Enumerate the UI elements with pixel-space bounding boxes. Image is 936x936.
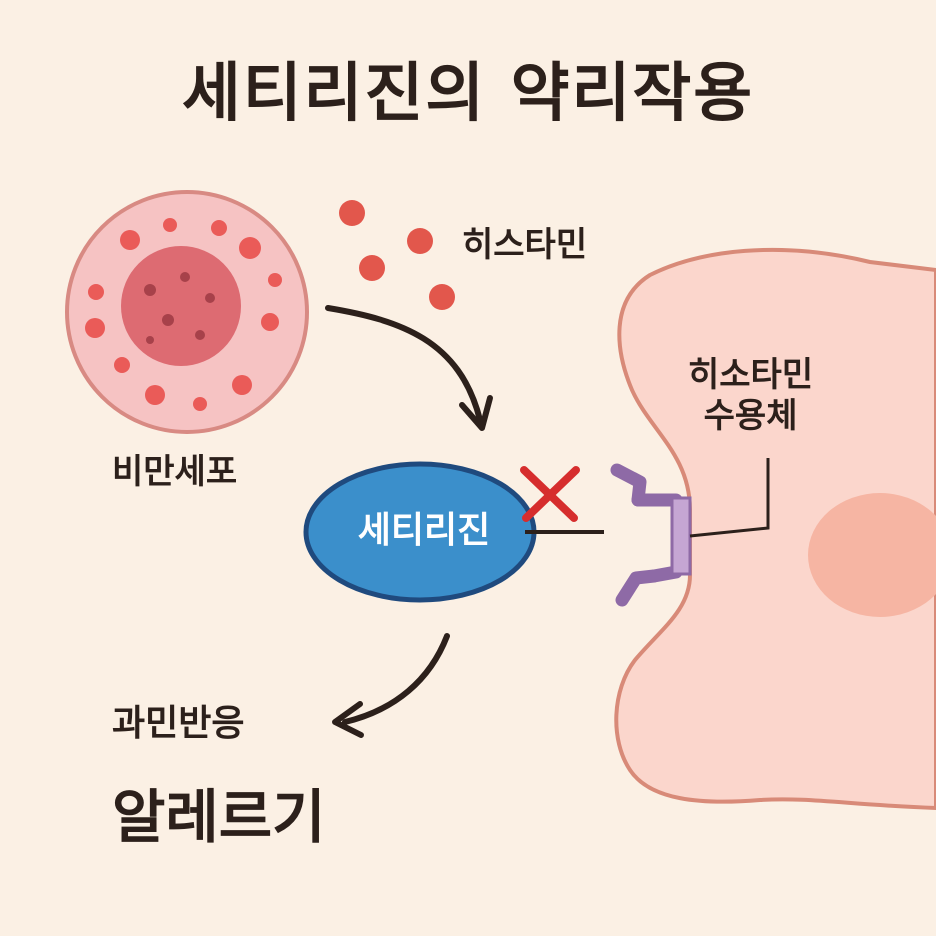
drug-label: 세티리진 bbox=[308, 513, 540, 549]
receptor-label: 히소타민 수용체 bbox=[688, 355, 813, 437]
mast-cell-label: 비만세포 bbox=[112, 455, 237, 489]
receptor-label-line2: 수용체 bbox=[688, 396, 813, 437]
histamine-receptor bbox=[617, 470, 676, 600]
release-arrow bbox=[328, 308, 480, 420]
allergy-label: 알레르기 bbox=[112, 788, 325, 846]
allergy-reaction-label: 과민반응 bbox=[112, 706, 244, 742]
receptor-stem bbox=[672, 498, 690, 574]
mast-cell bbox=[67, 192, 307, 432]
histamine-label: 히스타민 bbox=[462, 228, 587, 262]
block-x-icon bbox=[524, 470, 576, 518]
receptor-label-line1: 히소타민 bbox=[688, 355, 813, 396]
allergy-arrow bbox=[345, 636, 447, 722]
page-title: 세티리진의 약리작용 bbox=[0, 62, 936, 126]
histamine-granules bbox=[339, 200, 455, 310]
